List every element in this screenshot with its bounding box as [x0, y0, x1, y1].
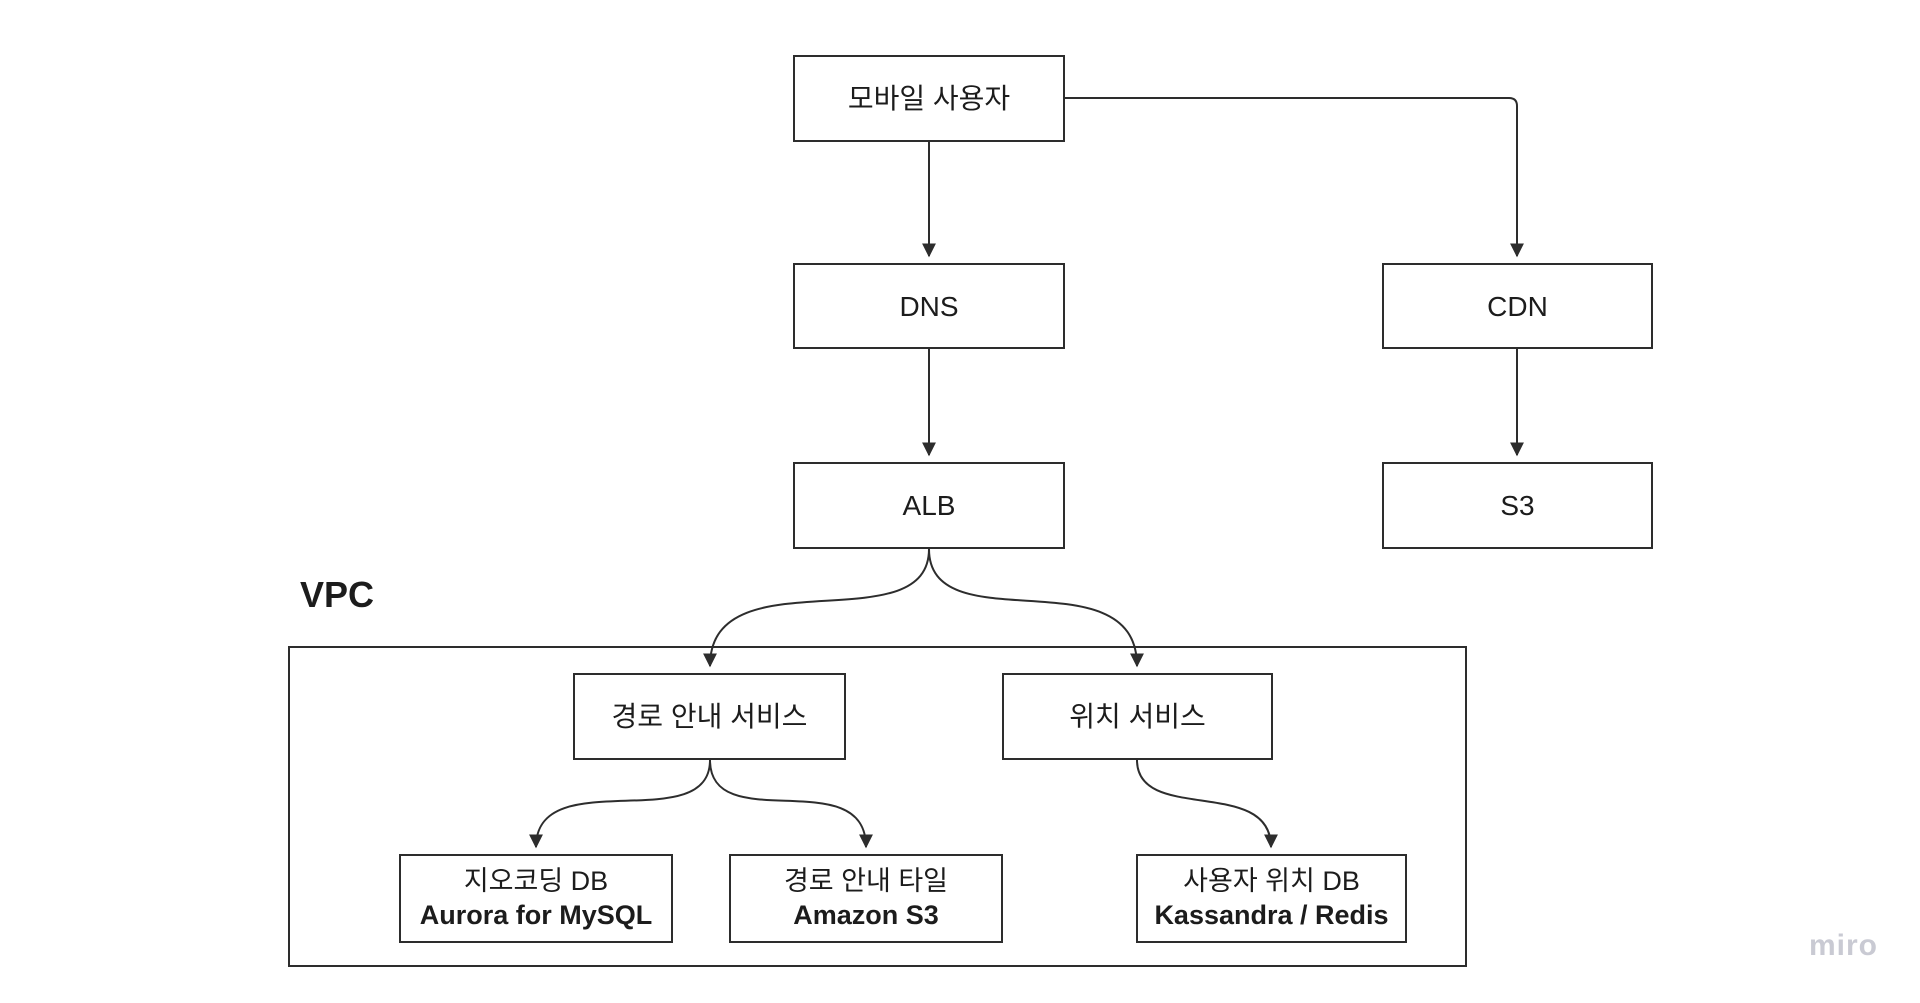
vpc-group-frame[interactable]: [288, 646, 1467, 967]
node-route-service[interactable]: 경로 안내 서비스: [573, 673, 846, 760]
node-location-service-label: 위치 서비스: [1069, 701, 1206, 732]
edge-mobile-user-to-cdn: [1065, 97, 1524, 258]
node-dns-label: DNS: [899, 290, 959, 322]
node-route-tiles-title: 경로 안내 타일: [783, 865, 949, 896]
node-s3-label: S3: [1500, 490, 1535, 521]
node-route-tiles-subtitle: Amazon S3: [793, 899, 939, 930]
node-mobile-user-label: 모바일 사용자: [847, 83, 1011, 114]
node-geocoding-db[interactable]: 지오코딩 DB Aurora for MySQL: [399, 854, 673, 943]
node-geocoding-db-title: 지오코딩 DB: [463, 865, 609, 896]
node-user-location-db-subtitle: Kassandra / Redis: [1154, 899, 1389, 930]
node-cdn-label: CDN: [1487, 290, 1548, 322]
node-route-tiles[interactable]: 경로 안내 타일 Amazon S3: [729, 854, 1003, 943]
node-alb-label: ALB: [902, 490, 956, 521]
node-location-service[interactable]: 위치 서비스: [1002, 673, 1273, 760]
node-cdn[interactable]: CDN: [1382, 263, 1653, 349]
node-user-location-db[interactable]: 사용자 위치 DB Kassandra / Redis: [1136, 854, 1407, 943]
node-route-service-label: 경로 안내 서비스: [611, 701, 808, 732]
node-alb[interactable]: ALB: [793, 462, 1065, 549]
vpc-group-label[interactable]: VPC: [300, 574, 375, 615]
node-dns[interactable]: DNS: [793, 263, 1065, 349]
node-user-location-db-title: 사용자 위치 DB: [1183, 865, 1360, 896]
node-geocoding-db-subtitle: Aurora for MySQL: [419, 899, 653, 930]
node-s3[interactable]: S3: [1382, 462, 1653, 549]
node-mobile-user[interactable]: 모바일 사용자: [793, 55, 1065, 142]
miro-watermark: miro: [1808, 929, 1878, 962]
